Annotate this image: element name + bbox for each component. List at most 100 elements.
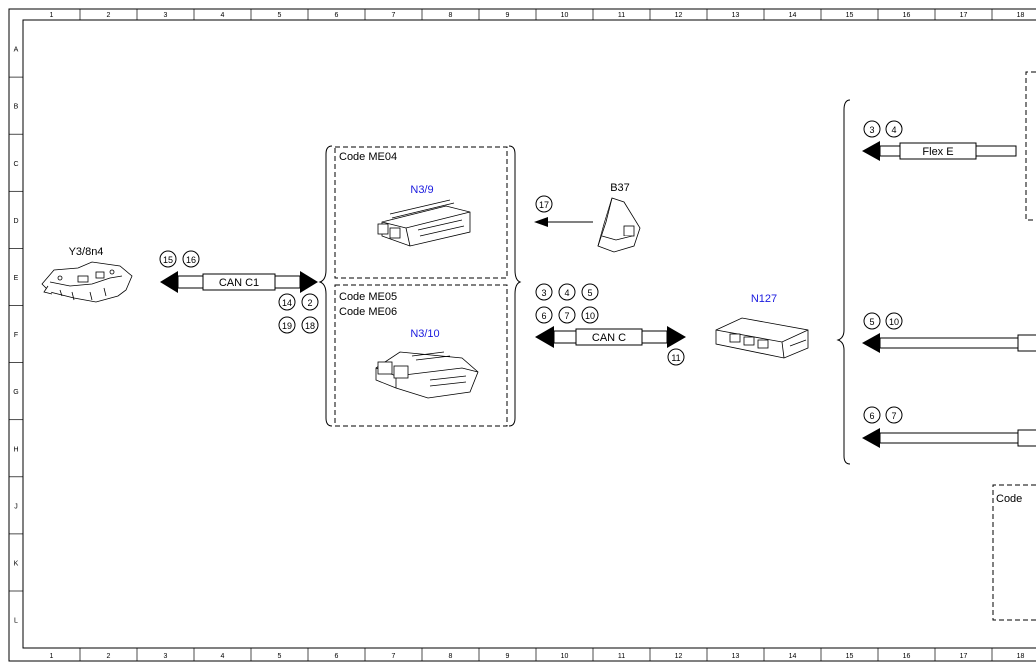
code-me04-box — [334, 146, 508, 279]
grid-column-label: 8 — [449, 653, 453, 660]
grid-column-label: 1 — [50, 12, 54, 19]
signal-circle: 4 — [885, 120, 903, 138]
grid-column-label: 15 — [846, 12, 854, 19]
grid-column-label: 2 — [107, 12, 111, 19]
grid-column-label: 10 — [561, 12, 569, 19]
grid-column-label: 13 — [732, 653, 740, 660]
grid-column-label: 11 — [618, 12, 625, 19]
signal-circle: 7 — [558, 306, 576, 324]
svg-text:5: 5 — [587, 288, 592, 298]
bus-line-5-10 — [862, 333, 1036, 353]
grid-column-label: 12 — [675, 12, 683, 19]
svg-text:7: 7 — [564, 311, 569, 321]
svg-text:3: 3 — [869, 125, 874, 135]
grid-column-label: 17 — [960, 12, 968, 19]
grid-row-label: H — [13, 446, 18, 453]
n3-9-label: N3/9 — [410, 184, 433, 196]
can-c-bus: CAN C — [535, 326, 686, 348]
grid-column-label: 18 — [1017, 653, 1025, 660]
svg-text:6: 6 — [869, 411, 874, 421]
code-me06-label: Code ME06 — [339, 306, 397, 318]
n3-10-label: N3/10 — [410, 328, 439, 340]
grid-row-label: B — [14, 104, 19, 111]
signal-circle: 10 — [581, 306, 599, 324]
signal-circle: 11 — [667, 348, 685, 366]
signal-circle: 2 — [301, 293, 319, 311]
grid-column-label: 5 — [278, 12, 282, 19]
right-brace — [508, 145, 522, 427]
grid-column-label: 3 — [164, 12, 168, 19]
grid-column-label: 4 — [221, 653, 225, 660]
grid-row-label: C — [13, 161, 18, 168]
right-group-brace — [836, 99, 851, 465]
bus-line-6-7 — [862, 428, 1036, 448]
svg-text:2: 2 — [307, 298, 312, 308]
signal-circle: 10 — [885, 312, 903, 330]
diagram-frame — [8, 8, 1036, 662]
code-me04-label: Code ME04 — [339, 151, 397, 163]
svg-text:4: 4 — [564, 288, 569, 298]
partial-dashed-box-top — [1025, 71, 1036, 221]
partial-code-box — [992, 484, 1036, 621]
drawing-area — [22, 19, 1036, 649]
grid-column-label: 12 — [675, 653, 683, 660]
signal-circle: 4 — [558, 283, 576, 301]
signal-circle: 3 — [863, 120, 881, 138]
grid-column-label: 4 — [221, 12, 225, 19]
signal-circle: 14 — [278, 293, 296, 311]
grid-row-label: E — [14, 275, 19, 282]
grid-row-label: D — [13, 218, 18, 225]
grid-column-label: 15 — [846, 653, 854, 660]
svg-text:16: 16 — [186, 255, 196, 265]
b37-label: B37 — [610, 182, 630, 194]
grid-column-label: 1 — [50, 653, 54, 660]
grid-column-label: 7 — [392, 653, 396, 660]
code-me05-label: Code ME05 — [339, 291, 397, 303]
grid-column-label: 14 — [789, 653, 797, 660]
svg-text:19: 19 — [282, 321, 292, 331]
grid-column-label: 9 — [506, 12, 510, 19]
grid-column-label: 16 — [903, 653, 911, 660]
y3-8n4-label: Y3/8n4 — [69, 246, 104, 258]
signal-circle: 16 — [182, 250, 200, 268]
grid-column-label: 6 — [335, 12, 339, 19]
ecu-module-icon — [377, 199, 471, 247]
grid-row-label: K — [14, 560, 19, 567]
svg-text:10: 10 — [585, 311, 595, 321]
svg-text:5: 5 — [869, 317, 874, 327]
svg-text:6: 6 — [541, 311, 546, 321]
grid-row-label: L — [14, 618, 18, 625]
grid-column-label: 13 — [732, 12, 740, 19]
partial-code-label: Code — [996, 493, 1022, 505]
code-me05-me06-box — [334, 284, 508, 427]
svg-text:18: 18 — [305, 321, 315, 331]
svg-text:10: 10 — [889, 317, 899, 327]
grid-column-label: 14 — [789, 12, 797, 19]
signal-circle: 6 — [863, 406, 881, 424]
svg-text:7: 7 — [891, 411, 896, 421]
svg-text:17: 17 — [539, 200, 549, 210]
grid-column-label: 3 — [164, 653, 168, 660]
svg-text:15: 15 — [163, 255, 173, 265]
svg-text:4: 4 — [891, 125, 896, 135]
signal-circle: 7 — [885, 406, 903, 424]
svg-text:3: 3 — [541, 288, 546, 298]
grid-column-label: 9 — [506, 653, 510, 660]
grid-row-label: J — [14, 503, 18, 510]
can-c-label: CAN C — [592, 332, 626, 344]
signal-circle: 5 — [863, 312, 881, 330]
flex-e-label: Flex E — [922, 146, 953, 158]
grid-column-label: 17 — [960, 653, 968, 660]
can-c1-bus: CAN C1 — [160, 271, 318, 293]
signal-circle: 3 — [535, 283, 553, 301]
grid-row-label: G — [13, 389, 18, 396]
grid-column-label: 18 — [1017, 12, 1025, 19]
can-c1-label: CAN C1 — [219, 277, 259, 289]
signal-circle: 6 — [535, 306, 553, 324]
n127-label: N127 — [751, 293, 777, 305]
grid-row-label: A — [14, 47, 19, 54]
control-unit-icon — [715, 317, 809, 359]
